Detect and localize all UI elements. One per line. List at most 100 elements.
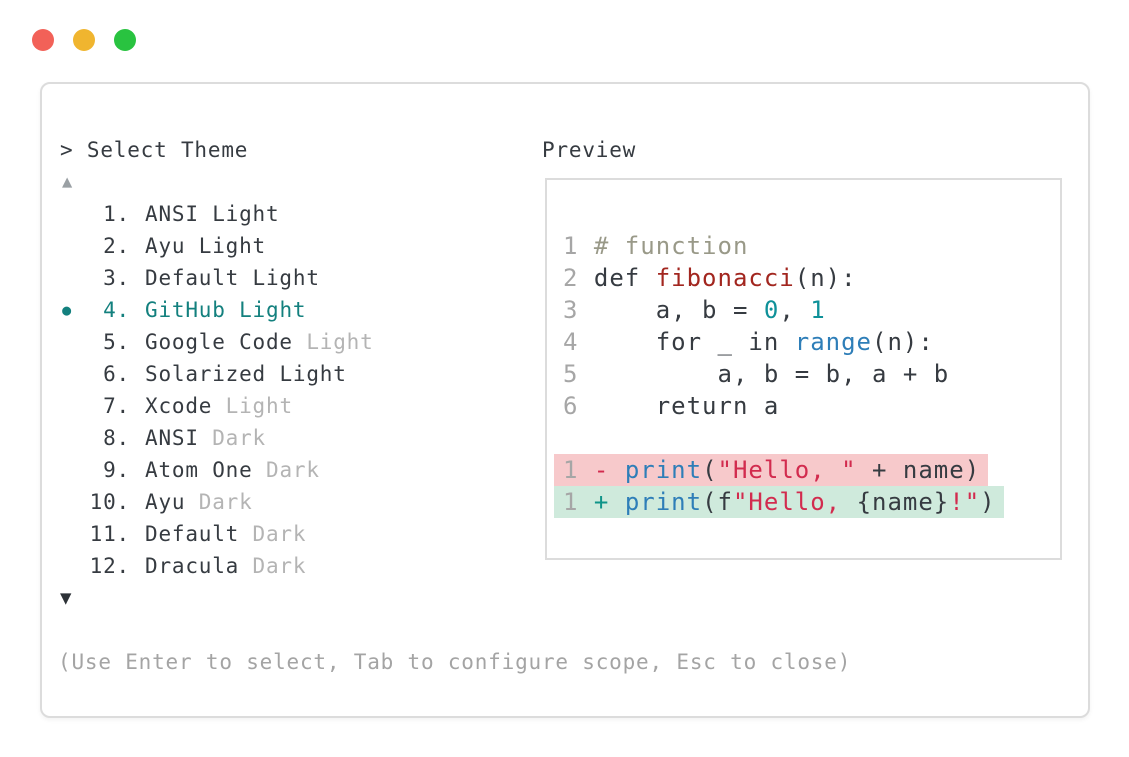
code-line <box>563 422 1060 454</box>
theme-variant: Light <box>252 266 320 290</box>
theme-option-12[interactable]: 12.Dracula Dark <box>60 550 520 582</box>
token-plain: for _ in <box>593 328 795 356</box>
theme-name: ANSI Dark <box>145 426 266 450</box>
bullet-placeholder <box>60 518 74 550</box>
token-number: 0 <box>763 296 780 324</box>
bullet-placeholder <box>60 198 74 230</box>
bullet-placeholder <box>60 390 74 422</box>
theme-variant: Light <box>212 202 280 226</box>
code-line: 3 a, b = 0, 1 <box>563 294 1060 326</box>
theme-name: Ayu Light <box>145 234 266 258</box>
theme-variant: Light <box>239 298 307 322</box>
theme-option-5[interactable]: 5. Google Code Light <box>60 326 520 358</box>
help-text: (Use Enter to select, Tab to configure s… <box>58 650 852 674</box>
maximize-window-icon[interactable] <box>114 29 136 51</box>
token-plain: {name} <box>856 488 950 516</box>
token-plain: , <box>779 296 811 324</box>
line-number: 1 <box>563 456 579 484</box>
token-string: "Hello, <box>732 488 857 516</box>
token-plain: (n): <box>872 328 934 356</box>
theme-option-9[interactable]: 9.Atom One Dark <box>60 454 520 486</box>
token-plain: return a <box>593 392 780 420</box>
theme-name: GitHub Light <box>145 298 307 322</box>
theme-variant: Light <box>306 330 374 354</box>
theme-name: Default Dark <box>145 522 307 546</box>
token-comment: # function <box>593 232 749 260</box>
theme-option-7[interactable]: 7. Xcode Light <box>60 390 520 422</box>
bullet-placeholder <box>60 230 74 262</box>
theme-number: 2. <box>103 234 130 258</box>
scroll-down-icon[interactable]: ▼ <box>60 587 72 609</box>
theme-name: Ayu Dark <box>145 490 253 514</box>
theme-number: 9. <box>103 458 130 482</box>
preview-heading: Preview <box>542 138 637 162</box>
theme-variant: Dark <box>252 554 307 578</box>
close-window-icon[interactable] <box>32 29 54 51</box>
theme-number: 7. <box>103 394 130 418</box>
token-add-sign: + <box>593 488 625 516</box>
token-string: "Hello, " <box>717 456 857 484</box>
token-number: 1 <box>810 296 826 324</box>
theme-name: Google Code Light <box>145 330 374 354</box>
token-builtin: print <box>624 488 703 516</box>
line-number: 2 <box>563 264 579 292</box>
theme-option-6[interactable]: 6.Solarized Light <box>60 358 520 390</box>
theme-number: 11. <box>89 522 130 546</box>
minimize-window-icon[interactable] <box>73 29 95 51</box>
select-theme-prompt: > Select Theme <box>60 138 249 162</box>
token-plain: + name) <box>856 456 981 484</box>
theme-option-2[interactable]: 2. Ayu Light <box>60 230 520 262</box>
diff-removed-highlight: 1 - print("Hello, " + name) <box>554 454 989 486</box>
token-func: fibonacci <box>655 264 795 292</box>
code-line: 1 # function <box>563 230 1060 262</box>
token-plain: (n): <box>794 264 857 292</box>
theme-number: 3. <box>103 266 130 290</box>
theme-number: 4. <box>103 298 130 322</box>
theme-variant: Light <box>225 394 293 418</box>
theme-variant: Dark <box>198 490 253 514</box>
theme-option-11[interactable]: 11. Default Dark <box>60 518 520 550</box>
window-controls <box>32 29 136 51</box>
theme-option-8[interactable]: 8. ANSI Dark <box>60 422 520 454</box>
theme-variant: Dark <box>252 522 307 546</box>
theme-name: Default Light <box>145 266 320 290</box>
bullet-placeholder <box>60 326 74 358</box>
theme-selector-window: > Select Theme Preview ▲ 1.ANSI Light 2. A… <box>40 82 1090 718</box>
line-number: 4 <box>563 328 579 356</box>
theme-name: Xcode Light <box>145 394 293 418</box>
theme-number: 6. <box>103 362 130 386</box>
scroll-up-icon[interactable]: ▲ <box>62 172 73 192</box>
bullet-placeholder <box>60 262 74 294</box>
code-line: 5 a, b = b, a + b <box>563 358 1060 390</box>
line-number: 3 <box>563 296 579 324</box>
token-plain: a, b = b, a + b <box>593 360 950 388</box>
token-plain: (f <box>702 488 733 516</box>
theme-variant: Dark <box>212 426 266 450</box>
diff-line-del: 1 - print("Hello, " + name) <box>554 454 1060 486</box>
theme-number: 8. <box>103 426 130 450</box>
bullet-placeholder <box>60 550 74 582</box>
theme-number: 5. <box>103 330 130 354</box>
line-number: 1 <box>563 488 579 516</box>
token-plain: ) <box>980 488 996 516</box>
token-del-sign: - <box>593 456 625 484</box>
theme-number: 12. <box>89 554 130 578</box>
theme-option-10[interactable]: 10.Ayu Dark <box>60 486 520 518</box>
token-plain: a, b = <box>593 296 764 324</box>
code-line: 4 for _ in range(n): <box>563 326 1060 358</box>
theme-option-1[interactable]: 1.ANSI Light <box>60 198 520 230</box>
bullet-placeholder <box>60 486 74 518</box>
theme-number: 1. <box>103 202 130 226</box>
diff-added-highlight: 1 + print(f"Hello, {name}!") <box>554 486 1004 518</box>
theme-option-4[interactable]: ●4.GitHub Light <box>60 294 520 326</box>
theme-variant: Dark <box>266 458 320 482</box>
bullet-placeholder <box>60 422 74 454</box>
line-number: 6 <box>563 392 579 420</box>
theme-option-3[interactable]: 3. Default Light <box>60 262 520 294</box>
theme-variant: Light <box>198 234 266 258</box>
line-number: 1 <box>563 232 579 260</box>
